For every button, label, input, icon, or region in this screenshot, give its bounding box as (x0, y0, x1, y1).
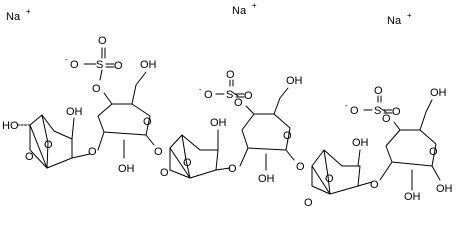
sulfate-ester-oxygen: O (382, 113, 391, 125)
sodium-ion-1: Na + (6, 7, 31, 23)
hydroxyl-label: OH (258, 173, 275, 185)
glycosidic-oxygen: O (370, 179, 379, 191)
ring-oxygen: O (325, 173, 334, 185)
sulfate-ester-oxygen: O (92, 83, 101, 95)
sulfate-oxygen-anion: O (204, 89, 213, 101)
ring-oxygen: O (283, 130, 292, 142)
sulfur-label: S (226, 89, 233, 101)
ring-oxygen: O (143, 116, 152, 128)
sulfur-label: S (96, 59, 103, 71)
anhydrogalactose-unit-3: O O OH O (304, 137, 379, 209)
hydroxyl-label: OH (118, 163, 135, 175)
sulfur-label: S (374, 105, 381, 117)
anhydrogalactose-unit-1: O O HO OH O (2, 106, 97, 169)
ring-oxygen: O (183, 157, 192, 169)
sulfated-galactose-unit-1: O OH OH O S O - O O O (65, 35, 163, 175)
hydroxyl-label: OH (352, 137, 369, 149)
ring-oxygen: O (44, 139, 53, 151)
charge-plus: + (26, 7, 31, 16)
hydroxyl-label: OH (404, 191, 421, 203)
tetrasaccharide-sodium-salt-structure: Na + Na + Na + O O HO OH O O OH OH (2, 1, 453, 209)
chemical-structure-canvas: Na + Na + Na + O O HO OH O O OH OH (2, 1, 453, 209)
hydroxyl-label: OH (210, 117, 227, 129)
sulfate-oxygen: O (226, 69, 235, 81)
sulfate-oxygen: O (374, 85, 383, 97)
bridge-oxygen: O (160, 167, 169, 179)
sodium-label: Na (232, 5, 247, 17)
hydroxyl-label: OH (286, 75, 303, 87)
sulfate-ester-oxygen: O (234, 97, 243, 109)
charge-plus: + (252, 1, 257, 10)
bridge-oxygen: O (25, 151, 34, 163)
ring-oxygen: O (429, 146, 438, 158)
anhydrogalactose-unit-2: O O OH O (160, 117, 237, 179)
bridge-oxygen: O (304, 197, 313, 209)
glycosidic-oxygen: O (296, 161, 305, 173)
hydroxyl-label: OH (430, 87, 447, 99)
sodium-label: Na (6, 11, 21, 23)
hydroxyl-label: HO (2, 120, 19, 132)
sulfated-galactose-unit-2: O OH OH O S O - O O O (199, 69, 305, 185)
hydroxyl-label: OH (436, 183, 453, 195)
hydroxyl-label: OH (140, 59, 157, 71)
charge-minus: - (199, 85, 202, 94)
hydroxyl-label: OH (66, 106, 83, 118)
sodium-ion-2: Na + (232, 1, 257, 17)
charge-minus: - (345, 101, 348, 110)
glycosidic-oxygen: O (88, 146, 97, 158)
sodium-label: Na (387, 15, 402, 27)
glycosidic-oxygen: O (228, 163, 237, 175)
sulfate-oxygen: O (114, 60, 123, 72)
charge-minus: - (65, 55, 68, 64)
sulfated-galactose-unit-3: O OH OH OH O S O - O O (345, 85, 453, 203)
sulfate-oxygen: O (244, 90, 253, 102)
sulfate-oxygen: O (98, 35, 107, 47)
sulfate-oxygen: O (392, 106, 401, 118)
charge-plus: + (407, 11, 412, 20)
sodium-ion-3: Na + (387, 11, 412, 27)
glycosidic-oxygen: O (154, 146, 163, 158)
sulfate-oxygen-anion: O (350, 105, 359, 117)
sulfate-oxygen-anion: O (70, 59, 79, 71)
